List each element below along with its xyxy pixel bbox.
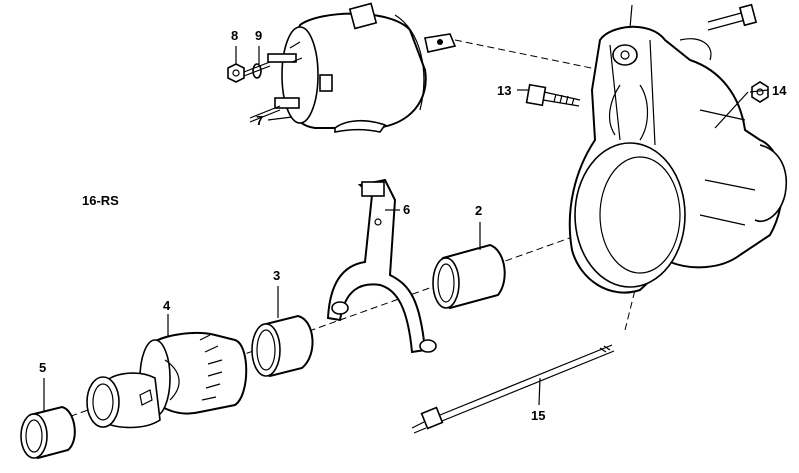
diagram-labels: 16-RS 8 9 7 13 14 6 2 3 4 5 15 — [39, 28, 787, 423]
callout-5: 5 — [39, 360, 46, 375]
callout-15: 15 — [531, 408, 545, 423]
callout-4: 4 — [163, 298, 171, 313]
callout-14: 14 — [772, 83, 787, 98]
bolt-13 — [525, 83, 581, 107]
leader-lines — [43, 4, 769, 412]
bushing-2 — [432, 243, 506, 310]
diagram-label: 16-RS — [82, 193, 119, 208]
ring-3 — [251, 314, 314, 378]
callout-7: 7 — [256, 113, 263, 128]
pinion-drive-4 — [86, 332, 248, 429]
callout-9: 9 — [255, 28, 262, 43]
nut-8 — [227, 63, 245, 83]
callout-8: 8 — [231, 28, 238, 43]
callout-13: 13 — [497, 83, 511, 98]
terminal-studs — [243, 61, 281, 123]
callout-6: 6 — [403, 202, 410, 217]
solenoid-switch — [267, 2, 457, 133]
cap-5 — [20, 405, 76, 460]
nut-14 — [751, 81, 769, 103]
callout-2: 2 — [475, 203, 482, 218]
fork-lever-6 — [326, 178, 437, 354]
drive-end-housing — [568, 25, 787, 294]
callout-3: 3 — [273, 268, 280, 283]
bolt-top-right — [707, 3, 758, 31]
through-bolt-15 — [411, 344, 615, 434]
